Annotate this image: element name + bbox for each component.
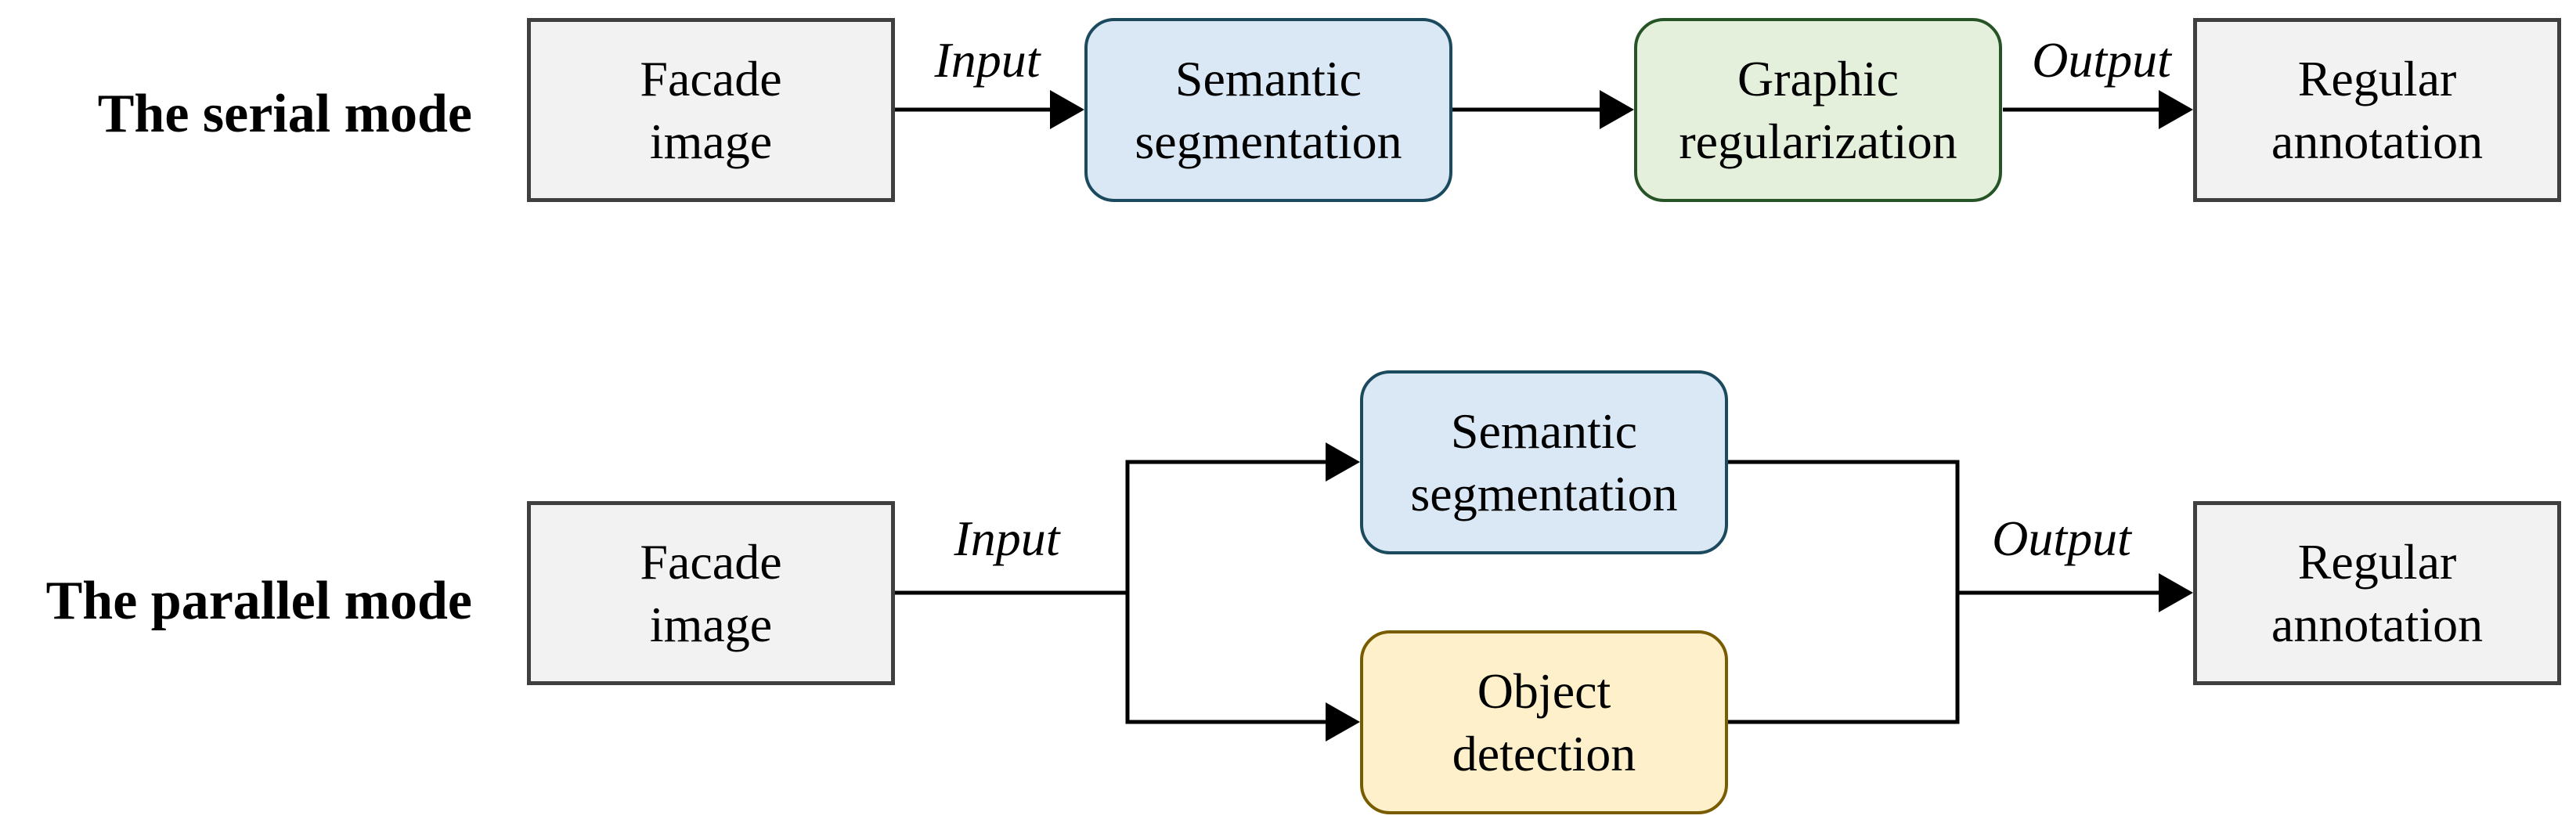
node-label-line: Facade: [640, 533, 782, 590]
serial-regular-annotation-node: Regular annotation: [2193, 18, 2561, 202]
node-label-line: Graphic: [1737, 50, 1900, 106]
parallel-facade-image-node: Facade image: [527, 501, 895, 685]
parallel-output-label: Output: [1992, 511, 2131, 566]
node-label-line: Semantic: [1174, 50, 1362, 106]
node-label-line: Facade: [640, 50, 782, 106]
node-label-line: Object: [1477, 662, 1611, 719]
node-label-line: Semantic: [1450, 402, 1638, 459]
node-label-line: segmentation: [1135, 113, 1402, 169]
serial-output-label: Output: [2032, 32, 2171, 88]
serial-mode-title: The serial mode: [97, 84, 472, 144]
serial-semantic-segmentation-node: Semantic segmentation: [1084, 18, 1452, 202]
node-label-line: annotation: [2271, 113, 2484, 169]
parallel-output-arrowhead: [2159, 573, 2193, 612]
serial-input-label: Input: [934, 32, 1041, 88]
serial-mid-arrowhead: [1600, 90, 1634, 129]
node-label-line: detection: [1452, 725, 1636, 781]
parallel-input-label: Input: [954, 511, 1060, 566]
parallel-lower-arrowhead: [1326, 702, 1360, 742]
node-label-line: regularization: [1679, 113, 1957, 169]
node-label-line: Regular: [2297, 533, 2457, 590]
node-label-line: image: [649, 596, 773, 652]
serial-output-arrowhead: [2159, 90, 2193, 129]
parallel-mode-title: The parallel mode: [45, 571, 472, 631]
node-label-line: Regular: [2297, 50, 2457, 106]
parallel-object-detection-node: Object detection: [1360, 630, 1728, 814]
parallel-semantic-segmentation-node: Semantic segmentation: [1360, 370, 1728, 554]
node-label-line: image: [649, 113, 773, 169]
serial-graphic-regularization-node: Graphic regularization: [1634, 18, 2002, 202]
serial-facade-image-node: Facade image: [527, 18, 895, 202]
node-label-line: annotation: [2271, 596, 2484, 652]
node-label-line: segmentation: [1410, 465, 1678, 521]
parallel-upper-arrowhead: [1326, 442, 1360, 482]
parallel-regular-annotation-node: Regular annotation: [2193, 501, 2561, 685]
serial-input-arrowhead: [1050, 90, 1084, 129]
